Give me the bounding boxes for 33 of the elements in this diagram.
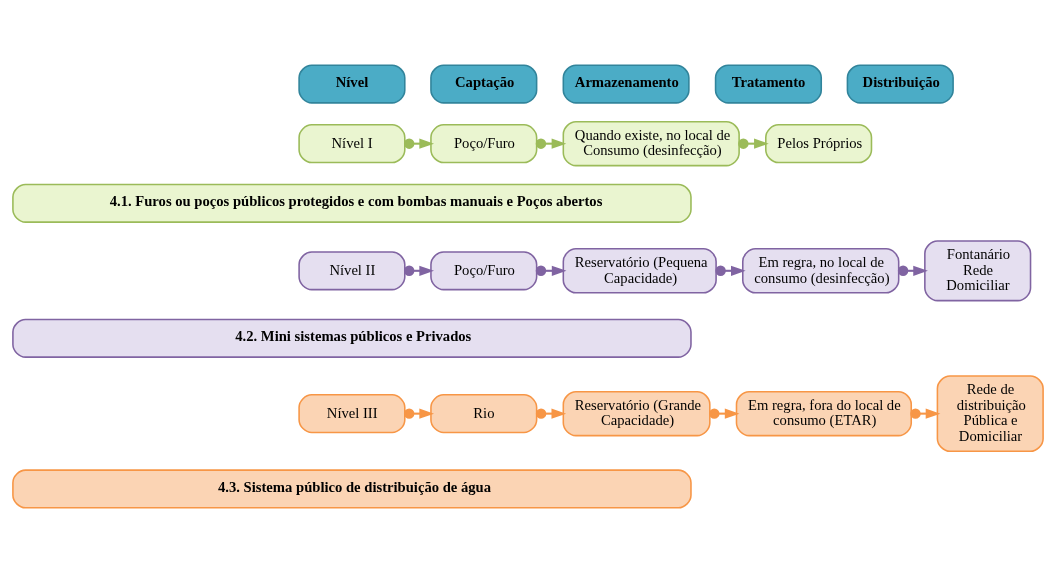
node-box: Nível	[298, 64, 406, 104]
arrow	[897, 265, 928, 277]
arrow	[403, 408, 434, 419]
arrow	[535, 265, 567, 277]
node-box: Em regra, no local de consumo (desinfecção)	[742, 248, 900, 294]
node-box: Distribuição	[846, 64, 954, 104]
node-box: Reservatório (Grande Capacidade)	[562, 390, 711, 437]
arrow	[403, 265, 434, 277]
node-box: Poço/Furo	[430, 251, 538, 291]
node-box: Reservatório (Pequena Capacidade)	[562, 248, 717, 294]
node-box: 4.1. Furos ou poços públicos protegidos e com bombas manuais e Poços abertos	[12, 183, 692, 223]
node-box: Captação	[430, 64, 538, 104]
arrow	[709, 408, 740, 419]
node-box: Pelos Próprios	[765, 124, 873, 164]
node-box: 4.2. Mini sistemas públicos e Privados	[12, 318, 692, 358]
arrow	[715, 265, 746, 277]
node-box: Quando existe, no local de Consumo (desinfecção)	[562, 120, 740, 167]
node-box: Poço/Furo	[430, 124, 538, 164]
arrow	[535, 408, 567, 419]
node-box: Rio	[430, 394, 538, 434]
arrow	[403, 138, 434, 149]
node-box: Nível III	[298, 394, 406, 434]
node-box: Rede de distribuição Pública e Domiciliar	[936, 375, 1044, 453]
node-box: Em regra, fora do local de consumo (ETAR)	[735, 390, 913, 437]
node-box: 4.3. Sistema público de distribuição de água	[12, 469, 692, 509]
arrow	[910, 408, 941, 419]
node-box: Armazenamento	[562, 64, 690, 104]
node-box: Fontanário Rede Domiciliar	[924, 240, 1032, 302]
arrow	[535, 138, 567, 149]
node-box: Nível II	[298, 251, 406, 291]
node-box: Tratamento	[714, 64, 823, 104]
node-box: Nível I	[298, 124, 406, 164]
arrow	[738, 138, 769, 149]
